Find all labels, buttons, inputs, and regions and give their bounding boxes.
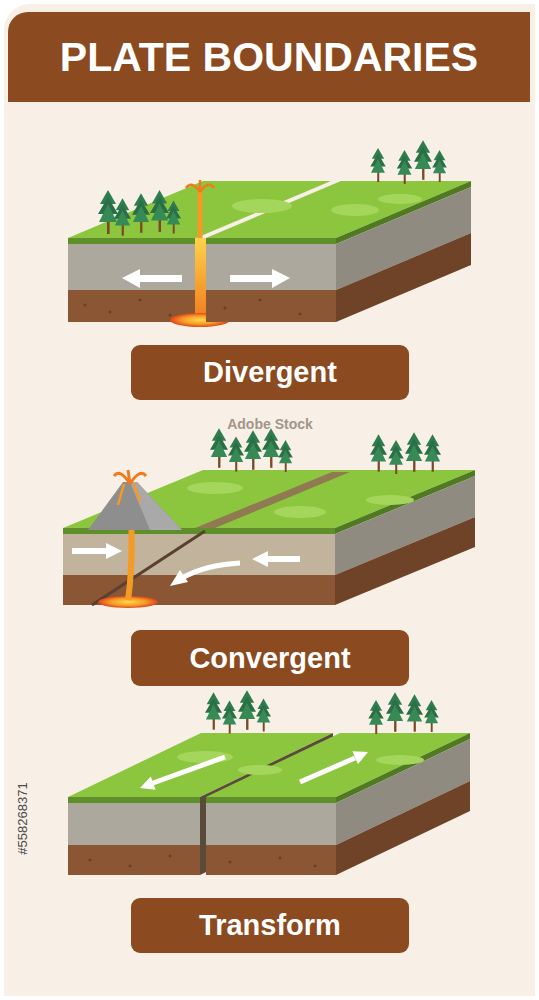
convergent-illustration (63, 428, 475, 608)
title-text: PLATE BOUNDARIES (60, 34, 478, 81)
transform-illustration (68, 690, 470, 875)
title-banner: PLATE BOUNDARIES (8, 12, 530, 102)
boundary-label-box: Convergent (131, 630, 409, 686)
boundary-name: Transform (199, 909, 341, 942)
boundary-label-box: Divergent (131, 345, 409, 400)
boundary-name: Divergent (203, 356, 337, 389)
stock-number: #558268371 (15, 782, 30, 854)
divergent-illustration (68, 140, 471, 327)
watermark: Adobe Stock (227, 416, 313, 432)
boundary-name: Convergent (189, 642, 350, 675)
boundary-label-box: Transform (131, 898, 409, 953)
